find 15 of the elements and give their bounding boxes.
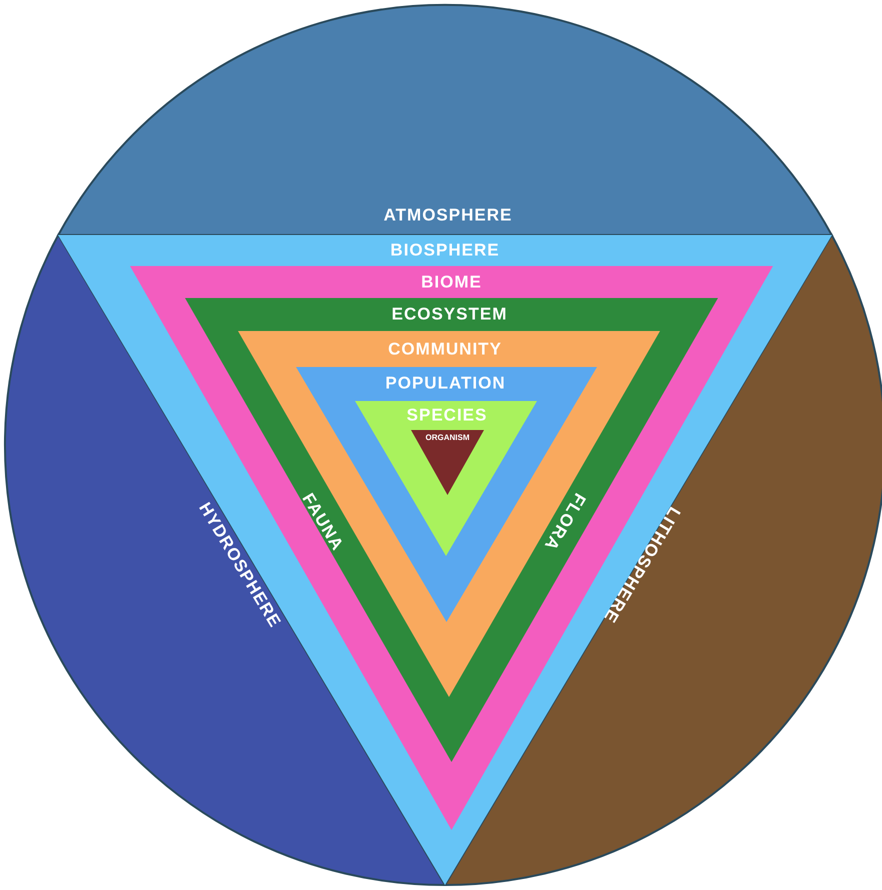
layer-label: BIOSPHERE [390,242,500,258]
layer-label: ATMOSPHERE [384,206,512,224]
nested-triangle [185,298,718,762]
nested-triangle [355,401,537,556]
layer-label: COMMUNITY [388,340,502,358]
layer-label: ORGANISM [426,434,470,442]
layer-label: ECOSYSTEM [392,306,508,322]
layer-label: POPULATION [385,374,506,392]
nested-triangle [296,367,597,622]
atmosphere-segment [58,4,832,236]
layer-label: SPECIES [406,406,488,424]
layer-label: BIOME [421,274,482,290]
nested-triangle [58,235,832,885]
nested-triangle [411,430,484,495]
nested-triangle [130,266,773,830]
